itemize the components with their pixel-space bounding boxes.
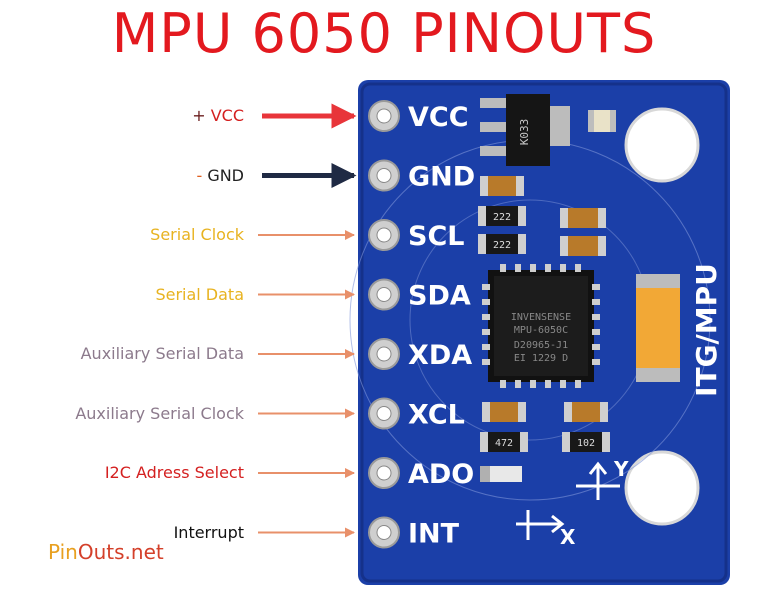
svg-text:D20965-J1: D20965-J1 (514, 340, 568, 351)
voltage-regulator: K033 (480, 94, 570, 166)
svg-text:ITG/MPU: ITG/MPU (690, 263, 723, 397)
pin-board-label-xda: XDA (408, 340, 472, 371)
pin-label-xcl: Auxiliary Serial Clock (75, 404, 244, 423)
pin-board-label-ado: ADO (408, 459, 474, 490)
brand-logo-part2: Outs.net (77, 540, 164, 564)
brand-logo-part1: Pin (48, 540, 78, 564)
svg-text:222: 222 (493, 212, 511, 223)
pin-label-sda: Serial Data (155, 285, 244, 304)
pin-label-gnd: - GND (196, 166, 244, 185)
pin-board-label-scl: SCL (408, 221, 464, 252)
pin-board-label-gnd: GND (408, 162, 475, 193)
svg-text:472: 472 (495, 438, 513, 449)
svg-text:Y: Y (613, 457, 629, 481)
smd-components: 222 222 472 102 (478, 110, 680, 482)
pin-label-text: GND (207, 165, 244, 185)
svg-text:X: X (560, 525, 576, 549)
svg-text:EI 1229 D: EI 1229 D (514, 353, 568, 364)
pin-label-int: Interrupt (174, 523, 244, 542)
pin-label-text: Interrupt (173, 522, 244, 542)
brand-logo: PinOuts.net (48, 540, 164, 564)
pin-label-xda: Auxiliary Serial Data (81, 344, 244, 363)
mounting-hole-bottom (624, 450, 700, 526)
svg-text:222: 222 (493, 240, 511, 251)
svg-text:MPU-6050C: MPU-6050C (514, 325, 568, 336)
pin-label-vcc: + VCC (192, 106, 244, 125)
pin-label-text: VCC (210, 106, 244, 125)
pin-label-text: Auxiliary Serial Data (80, 344, 244, 363)
pin-board-label-vcc: VCC (408, 102, 469, 133)
pin-board-label-xcl: XCL (408, 400, 465, 431)
page-title: MPU 6050 PINOUTS (111, 2, 657, 65)
pin-board-label-sda: SDA (408, 281, 471, 312)
pin-board-label-int: INT (408, 519, 460, 550)
pin-label-text: Serial Data (155, 284, 244, 304)
axis-markings (516, 461, 620, 540)
mounting-hole-top (624, 107, 700, 183)
mpu-chip: INVENSENSE MPU-6050C D20965-J1 EI 1229 D (482, 264, 600, 388)
mpu6050-board: INVENSENSE MPU-6050C D20965-J1 EI 1229 D… (349, 80, 730, 585)
pin-label-ado: I2C Adress Select (105, 463, 244, 482)
pin-label-prefix: - (196, 165, 208, 185)
pin-label-scl: Serial Clock (150, 225, 244, 244)
pin-label-text: Auxiliary Serial Clock (75, 403, 244, 423)
svg-text:102: 102 (577, 438, 595, 449)
pin-label-prefix: + (192, 106, 211, 125)
svg-text:INVENSENSE: INVENSENSE (511, 312, 571, 323)
pin-label-text: I2C Adress Select (104, 463, 244, 482)
svg-text:K033: K033 (518, 119, 531, 146)
pin-label-text: Serial Clock (150, 225, 244, 244)
